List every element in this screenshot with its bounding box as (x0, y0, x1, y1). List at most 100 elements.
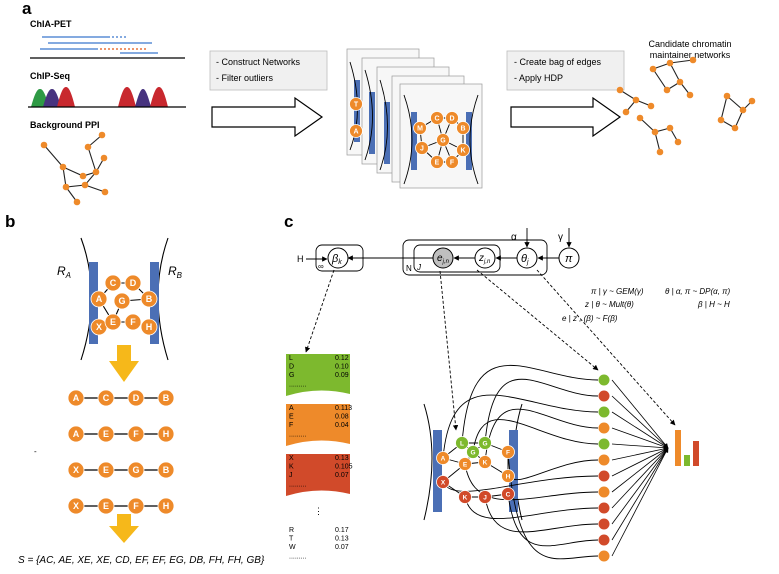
path-node-label: H (163, 501, 170, 511)
net-node: G (478, 436, 492, 450)
anchor-left-label: RA (57, 264, 71, 280)
card-node-label: A (353, 129, 358, 136)
eq-e: e | z , (β) ~ F(β) (562, 314, 618, 323)
bag-of-edges-formula: S = {AC, AE, XE, XE, CD, EF, EF, EG, DB,… (18, 555, 265, 566)
net-node: A (436, 451, 450, 465)
net-node-label: K (463, 494, 468, 501)
path-node: X (67, 497, 85, 515)
path-node-label: E (103, 465, 109, 475)
z-node-label: zj,n (478, 253, 491, 265)
graph-node-label: G (118, 296, 125, 306)
path-node: X (67, 461, 85, 479)
edge-token (598, 534, 610, 546)
step1-line-2: - Filter outliers (216, 73, 274, 83)
step2-line-2: - Apply HDP (514, 73, 563, 83)
background-ppi-network (43, 134, 106, 203)
net-node: J (478, 490, 492, 504)
panel-b-letter: b (5, 212, 15, 231)
card-node-label: M (417, 126, 423, 133)
card-node: F (445, 155, 459, 169)
topic-protein: E (289, 414, 294, 421)
card-node-label: J (420, 146, 424, 153)
topic-protein: R (289, 527, 294, 534)
step1-box: - Construct Networks - Filter outliers (209, 50, 328, 91)
graph-node: C (104, 274, 122, 292)
hist-bar-red (693, 441, 699, 466)
graph-node-label: D (130, 278, 137, 288)
topic-histogram (675, 430, 699, 466)
topic-weight: 0.07 (335, 544, 349, 551)
hist-bar-orange (675, 430, 681, 466)
card-node: M (413, 121, 427, 135)
plate-model: H ∞ N J βk ej,n zj,n θj π α γ (297, 228, 580, 276)
topic-card-red (286, 454, 350, 496)
path-node-label: H (163, 429, 170, 439)
output-title-line-1: Candidate chromatin (648, 39, 731, 49)
net-node-label: X (441, 479, 446, 486)
net-node-label: E (463, 461, 468, 468)
topic-weight: 0.13 (335, 536, 349, 543)
path-node-label: D (133, 393, 140, 403)
plate-label-inf: ∞ (318, 262, 324, 271)
path-node: B (157, 461, 175, 479)
topic-protein: A (289, 405, 294, 412)
path-node: F (127, 425, 145, 443)
background-ppi-nodes (40, 131, 109, 206)
edge-column (598, 374, 669, 562)
edge-token (598, 550, 610, 562)
topic-more: ......... (289, 432, 307, 439)
net-node: C (501, 487, 515, 501)
path-node: H (157, 497, 175, 515)
topic-protein: F (289, 422, 293, 429)
panel-c: c H ∞ N J βk ej,n zj,n θj π α γ (284, 212, 730, 562)
net-node-label: L (460, 440, 464, 447)
path-node: C (97, 389, 115, 407)
eq-pi: π | γ ~ GEM(γ) (591, 287, 644, 296)
panel-a-letter: a (22, 0, 32, 18)
candidate-networks (619, 59, 753, 153)
stray-mark: - (34, 447, 37, 456)
dashed-arrows (305, 269, 676, 431)
graph-node-label: H (146, 322, 153, 332)
step1-line-1: - Construct Networks (216, 57, 301, 67)
panel-a: a ChIA-PET ChIP-Seq Background PPI (22, 0, 756, 206)
topic-protein: T (289, 536, 294, 543)
path-node: A (67, 389, 85, 407)
step1-arrow (211, 96, 324, 138)
chip-seq-peaks (28, 86, 186, 108)
path-node-label: A (73, 429, 80, 439)
edge-node (432, 247, 454, 269)
net-node: K (458, 490, 472, 504)
path-node-label: B (163, 465, 170, 475)
topic-protein: L (289, 355, 293, 362)
topic-more: ......... (289, 554, 307, 561)
path-node: A (67, 425, 85, 443)
graph-node: H (140, 318, 158, 336)
path-node: E (97, 425, 115, 443)
card-node-label: K (460, 148, 465, 155)
card-node-label: E (435, 160, 440, 167)
path-node-label: C (103, 393, 110, 403)
anchor-bar-right-c (509, 430, 518, 512)
net-node-label: G (470, 449, 475, 456)
path-node: B (157, 389, 175, 407)
track-label-chia-pet: ChIA-PET (30, 19, 72, 29)
graph-node: E (104, 313, 122, 331)
topic-weight: 0.04 (335, 422, 349, 429)
path-node-label: B (163, 393, 170, 403)
chia-pet-reads (30, 36, 185, 59)
net-node-label: G (482, 440, 487, 447)
graph-node-label: F (130, 317, 136, 327)
panel-c-letter: c (284, 212, 293, 231)
graph-node: B (140, 290, 158, 308)
card-node: C (430, 111, 444, 125)
